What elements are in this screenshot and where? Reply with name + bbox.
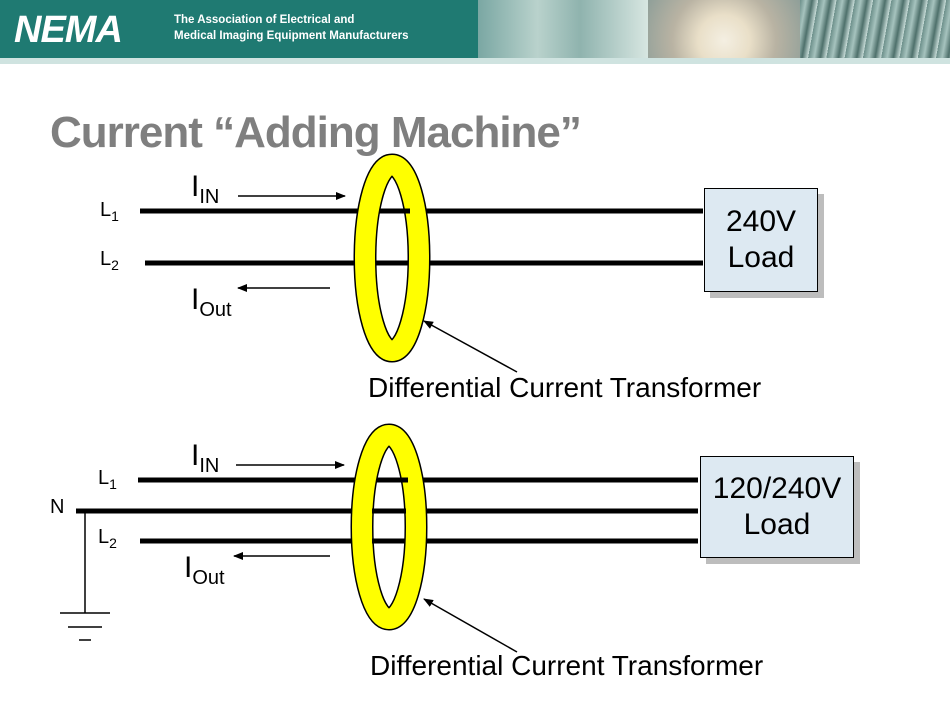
header-divider — [0, 58, 950, 64]
caption-transformer: Differential Current Transformer — [370, 650, 764, 681]
callout-arrow — [423, 598, 518, 653]
nema-logo: NEMA — [14, 9, 123, 48]
label-current-out: IOut — [184, 551, 225, 589]
label-l1: L1 — [100, 199, 119, 224]
label-l1: L1 — [98, 467, 117, 492]
current-transformer-ring-fill — [352, 425, 426, 629]
org-line-2: Medical Imaging Equipment Manufacturers — [174, 30, 409, 42]
slide-title: Current “Adding Machine” — [50, 108, 582, 157]
header-photo-1 — [478, 0, 648, 58]
header-banner: NEMA The Association of Electrical and M… — [0, 0, 950, 58]
load-label: 240V Load — [725, 205, 797, 274]
load-box-240v: 240V Load — [704, 188, 818, 292]
load-label: 120/240V Load — [712, 472, 842, 541]
header-photo-3 — [800, 0, 950, 58]
logo-text: NEMA — [14, 9, 122, 48]
load-box-120-240v: 120/240V Load — [700, 456, 854, 558]
label-l2: L2 — [100, 248, 119, 273]
current-transformer-ring-fill — [355, 155, 429, 361]
callout-arrow — [423, 320, 518, 373]
label-l2: L2 — [98, 526, 117, 551]
label-current-in: IIN — [191, 170, 220, 208]
diagram-120-240v — [60, 423, 698, 653]
caption-transformer: Differential Current Transformer — [368, 372, 762, 403]
org-line-1: The Association of Electrical and — [174, 14, 355, 26]
label-current-out: IOut — [191, 283, 232, 321]
diagram-240v — [140, 153, 703, 373]
label-current-in: IIN — [191, 439, 220, 477]
org-name: The Association of Electrical and Medica… — [174, 12, 409, 44]
header-photo-2 — [648, 0, 800, 58]
label-neutral: N — [50, 496, 65, 518]
